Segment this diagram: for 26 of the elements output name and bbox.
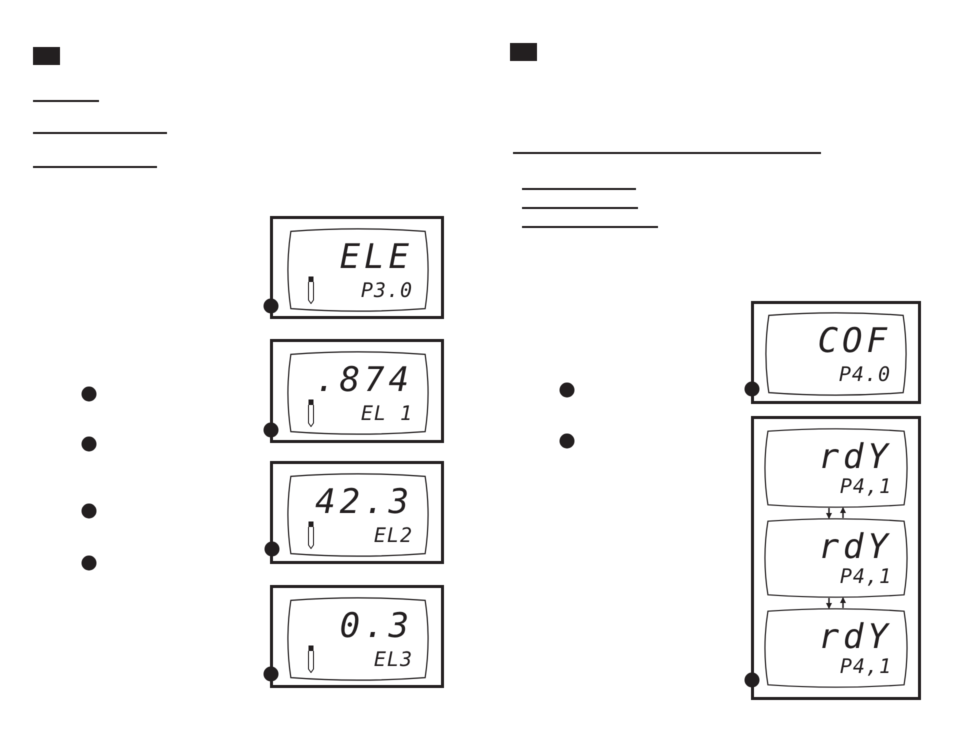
lcd-reading: rdY — [818, 530, 892, 564]
lcd-code: EL3 — [374, 649, 413, 669]
arrow — [826, 508, 832, 519]
lcd-code: P4,1 — [840, 656, 892, 676]
lcd-reading: 0.3 — [340, 609, 413, 643]
arrow — [826, 598, 832, 609]
display-frame — [270, 461, 444, 564]
lcd-code: P4.0 — [838, 364, 891, 384]
lcd-code: P4,1 — [840, 476, 892, 496]
lcd-code: P3.0 — [360, 280, 413, 300]
arrow — [840, 507, 846, 518]
lcd-reading: .874 — [315, 363, 413, 397]
lcd-code: EL2 — [374, 525, 413, 545]
lcd-reading: ELE — [340, 240, 413, 274]
display-frame — [270, 216, 444, 319]
lcd-reading: rdY — [818, 440, 892, 474]
display-frame — [751, 301, 921, 404]
lcd-reading: rdY — [818, 620, 892, 654]
display-frame — [270, 585, 444, 688]
lcd-code: P4,1 — [840, 566, 892, 586]
display-frame — [751, 416, 921, 700]
display-frame — [270, 339, 444, 443]
lcd-reading: 42.3 — [315, 485, 413, 519]
arrow — [840, 597, 846, 608]
lcd-reading: COF — [818, 324, 891, 358]
lcd-code: EL 1 — [360, 403, 413, 423]
